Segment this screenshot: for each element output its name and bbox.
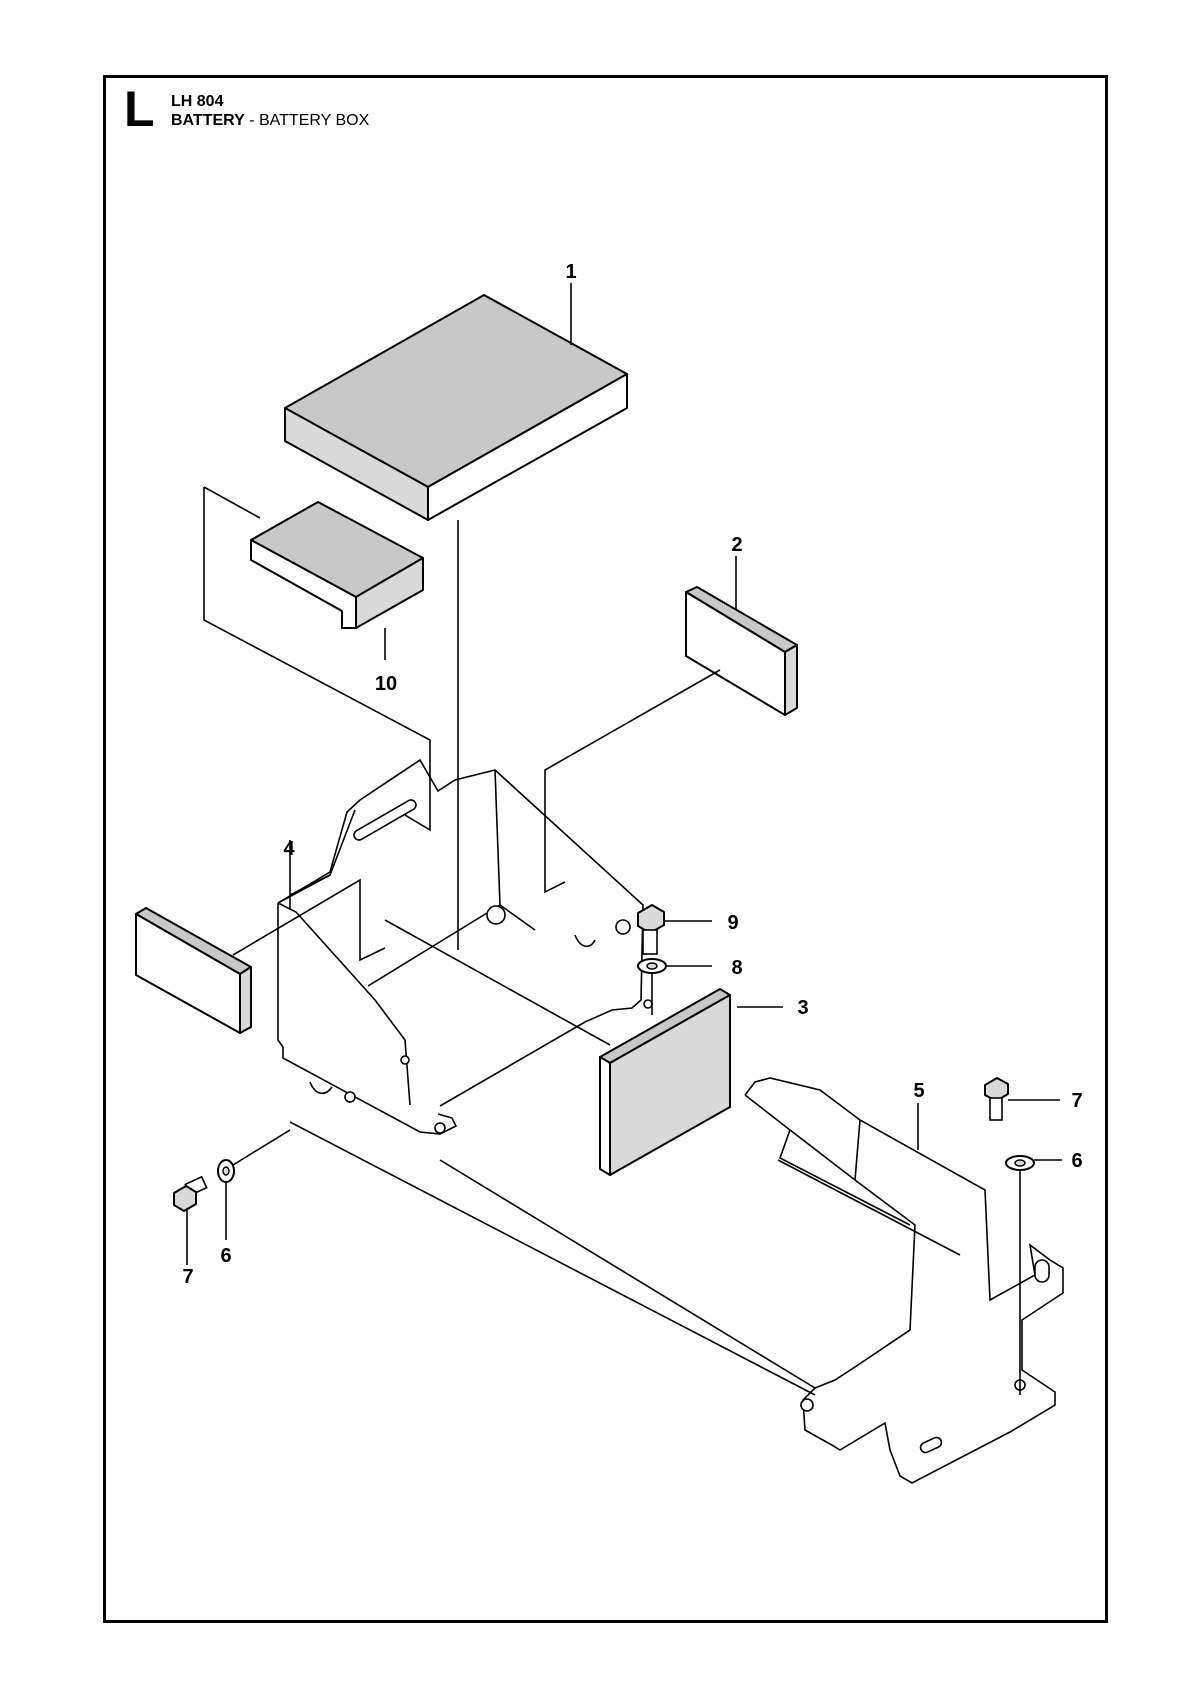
callout-9: 9 [727,912,738,934]
callout-6-right: 6 [1071,1150,1082,1172]
part-1-battery [284,294,628,521]
diagram-title: BATTERY - BATTERY BOX [171,112,369,130]
callout-labels: 1 2 3 4 5 6 7 8 9 10 6 7 [182,261,1082,1288]
assembly-lines [186,283,1062,1395]
part-5-base-plate [289,1077,1064,1484]
callout-6-left: 6 [220,1245,231,1267]
callout-4: 4 [283,838,295,860]
part-2-pad [685,586,798,716]
model-number: LH 804 [171,93,224,110]
section-letter: L [124,81,155,137]
part-10-pad [250,501,424,629]
drawing-frame [103,75,1108,1623]
callout-7-left: 7 [182,1266,193,1288]
callout-10: 10 [375,673,397,695]
title-bold: BATTERY [171,112,245,129]
callout-5: 5 [913,1080,924,1102]
washer-6-left [217,1159,235,1183]
washer-6-right [1005,1155,1035,1171]
callout-3: 3 [797,997,808,1019]
title-rest: - BATTERY BOX [244,112,370,129]
callout-1: 1 [565,261,576,283]
bolt-7-left [173,1175,208,1212]
battery-box-bracket [277,758,653,1135]
part-4-pad [135,907,252,1034]
bolt-9 [637,904,665,955]
part-3-pad [599,988,731,1176]
callout-2: 2 [731,534,742,556]
callout-8: 8 [731,957,742,979]
bolt-7-right [984,1077,1009,1121]
callout-7-right: 7 [1071,1090,1082,1112]
